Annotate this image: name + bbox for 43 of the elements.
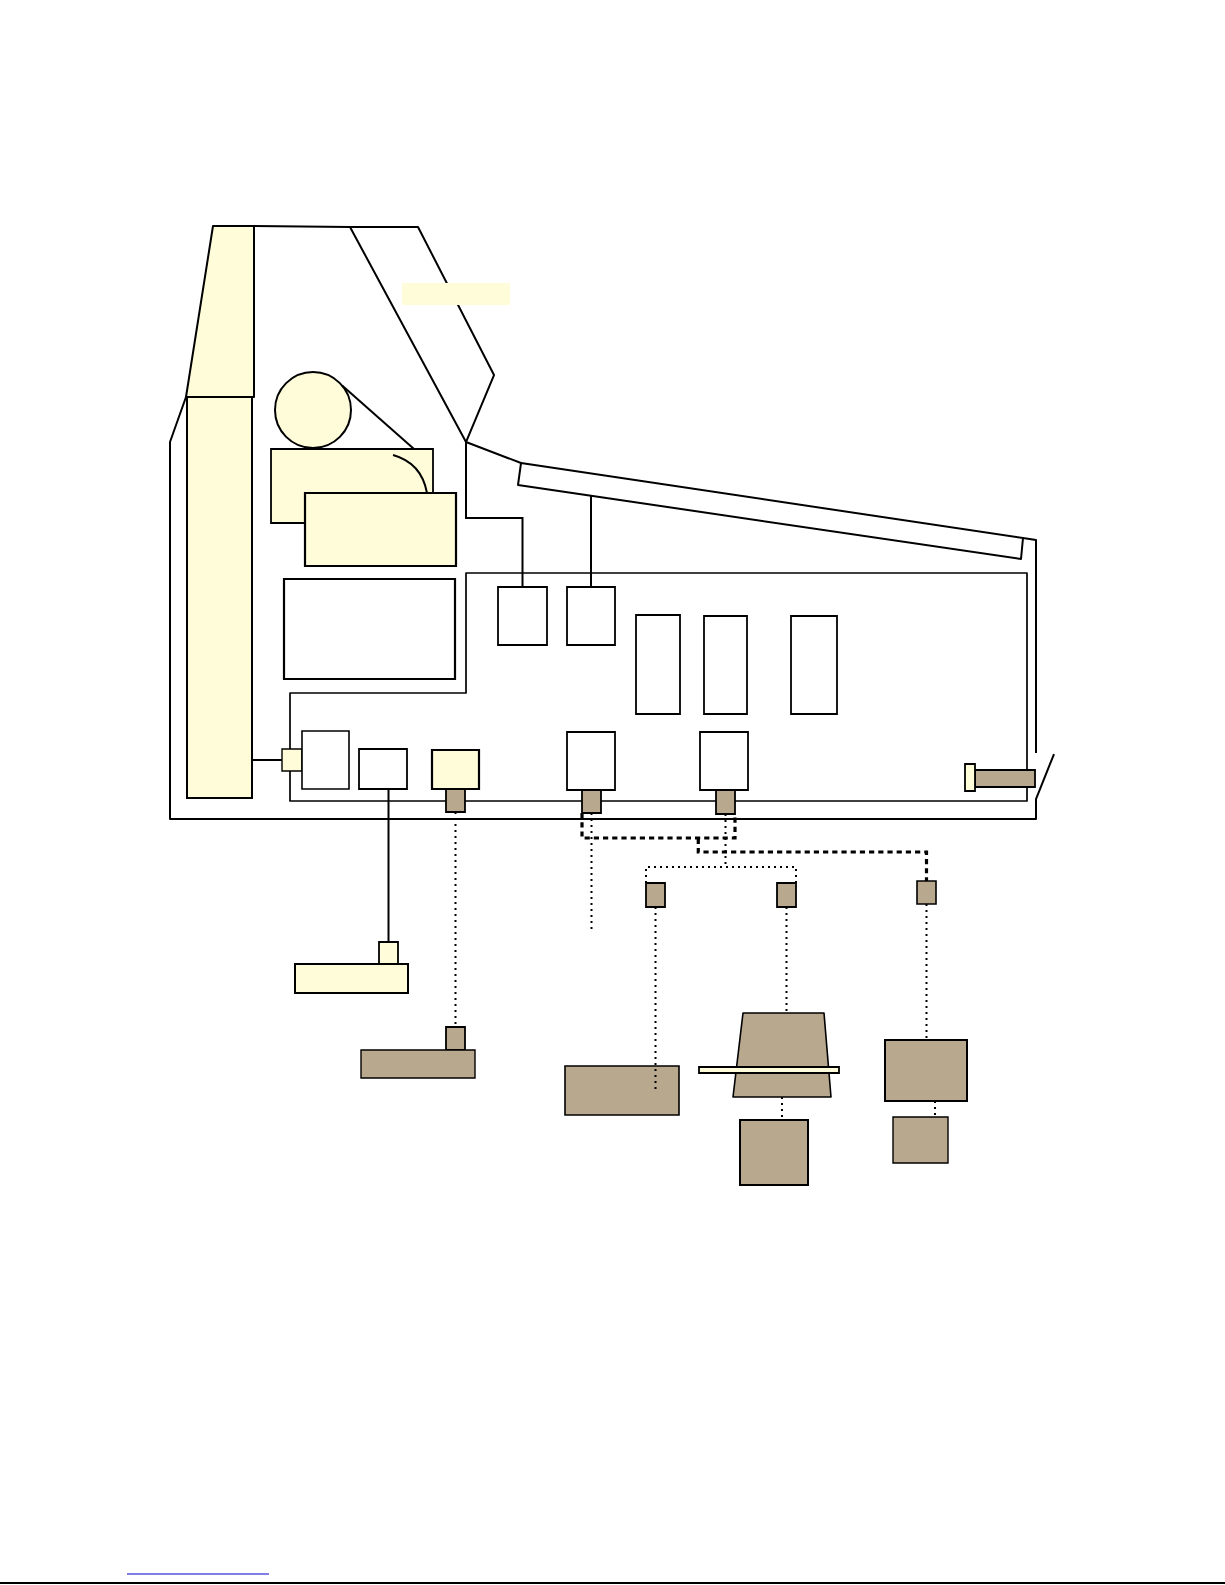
tall-box bbox=[635, 614, 681, 715]
block bbox=[892, 1116, 949, 1164]
box bbox=[699, 731, 749, 791]
trapezoid-block bbox=[732, 1012, 832, 1098]
dotted-line bbox=[785, 906, 788, 1014]
connector-line bbox=[387, 788, 390, 943]
connector-line bbox=[341, 384, 415, 450]
dotted-line bbox=[925, 903, 928, 1041]
connector-line bbox=[590, 494, 592, 588]
plug bbox=[281, 748, 303, 772]
block bbox=[430, 748, 481, 791]
connector-block bbox=[445, 788, 466, 813]
block bbox=[564, 1065, 680, 1116]
box bbox=[282, 577, 457, 681]
plug bbox=[378, 941, 399, 965]
slanted-bar bbox=[517, 462, 1024, 560]
trapezoid-block bbox=[185, 225, 255, 398]
connector-block bbox=[581, 789, 602, 814]
tall-box bbox=[703, 615, 748, 715]
box bbox=[497, 586, 548, 646]
curved-line bbox=[392, 454, 428, 494]
block bbox=[739, 1119, 809, 1186]
circle bbox=[274, 371, 352, 449]
box bbox=[566, 586, 616, 646]
box bbox=[358, 748, 408, 790]
connector-block bbox=[645, 882, 666, 908]
panel-outline bbox=[289, 572, 1028, 802]
plug bbox=[445, 1026, 466, 1051]
dotted-line bbox=[645, 813, 797, 884]
block bbox=[884, 1039, 968, 1102]
box bbox=[566, 731, 616, 791]
connector-block bbox=[776, 882, 797, 908]
flap-outline bbox=[349, 226, 495, 443]
dashed-line bbox=[580, 811, 929, 883]
dotted-line bbox=[590, 812, 593, 930]
connector-line bbox=[465, 441, 524, 588]
connector-line bbox=[251, 759, 283, 761]
box bbox=[301, 730, 350, 790]
dotted-line bbox=[654, 906, 657, 1092]
connector-block bbox=[916, 880, 937, 905]
tall-box bbox=[790, 615, 838, 715]
block bbox=[303, 491, 458, 568]
connector-block bbox=[715, 789, 736, 815]
